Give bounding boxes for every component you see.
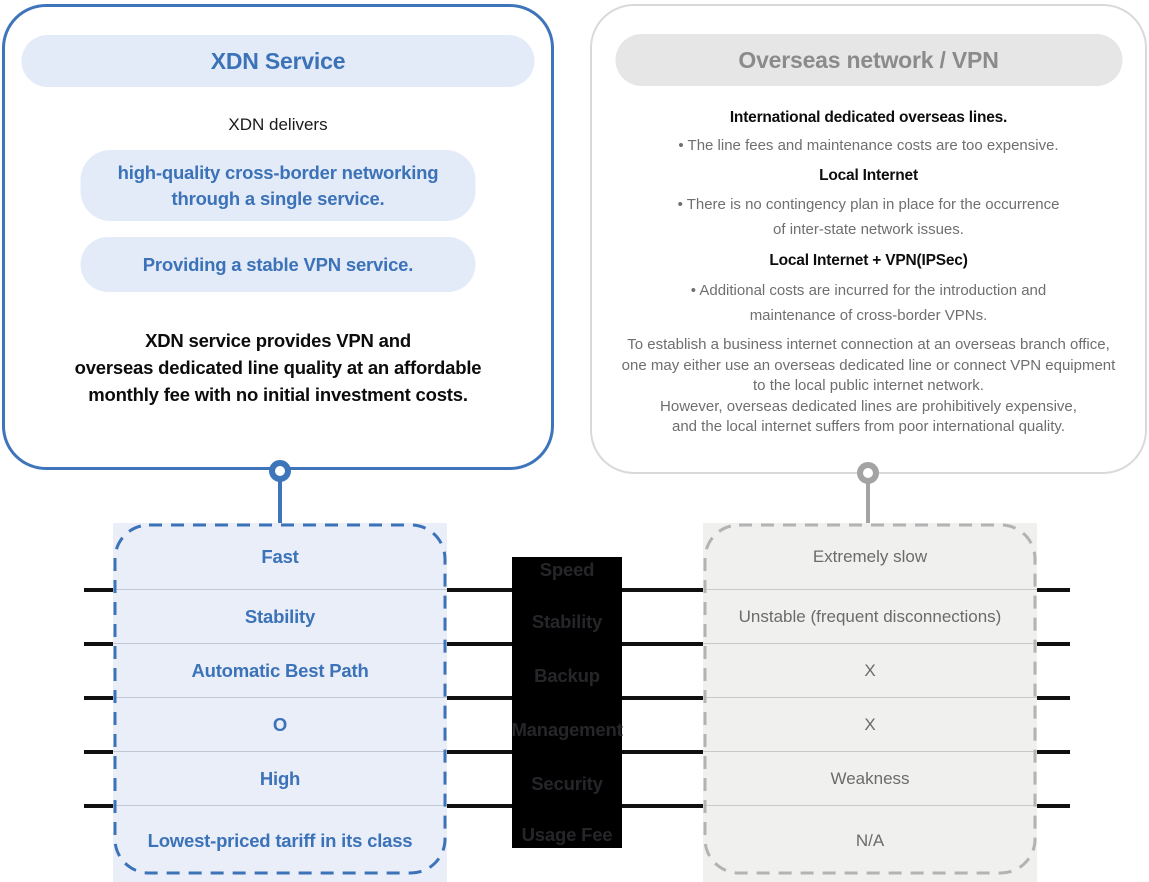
xdn-summary-line-3: monthly fee with no initial investment c… bbox=[88, 384, 468, 405]
overseas-note-line-3: to the local public internet network. bbox=[753, 377, 984, 394]
xdn-service-card: XDN Service XDN delivers high-quality cr… bbox=[2, 4, 554, 470]
xdn-summary-line-1: XDN service provides VPN and bbox=[145, 330, 411, 351]
overseas-value-backup: X bbox=[864, 661, 876, 680]
xdn-highlight-1-line-2: through a single service. bbox=[171, 187, 385, 209]
overseas-bullet-local-internet-line-2: of inter-state network issues. bbox=[773, 221, 964, 238]
overseas-bullet-dedicated-lines-line-1: • The line fees and maintenance costs ar… bbox=[678, 137, 1059, 154]
xdn-summary-line-2: overseas dedicated line quality at an af… bbox=[74, 357, 482, 378]
overseas-note-line-2: one may either use an overseas dedicated… bbox=[621, 356, 1116, 374]
overseas-bullet-local-internet-line-1: • There is no contingency plan in place … bbox=[677, 196, 1060, 213]
xdn-values-table: Fast Stability Automatic Best Path O Hig… bbox=[113, 523, 447, 882]
xdn-value-stability: Stability bbox=[244, 606, 316, 627]
criteria-security: Security bbox=[531, 773, 603, 794]
overseas-bullet-internet-vpn: • Additional costs are incurred for the … bbox=[592, 278, 1145, 328]
overseas-bullet-internet-vpn-line-2: maintenance of cross-border VPNs. bbox=[749, 307, 988, 324]
overseas-note-line-1: To establish a business internet connect… bbox=[627, 336, 1110, 353]
criteria-management: Management bbox=[511, 719, 623, 740]
criteria-usage-fee: Usage Fee bbox=[521, 824, 613, 845]
overseas-values-table: Extremely slow Unstable (frequent discon… bbox=[703, 523, 1037, 882]
criteria-column: Speed Stability Backup Management Securi… bbox=[511, 557, 623, 848]
overseas-heading-local-internet: Local Internet bbox=[819, 167, 918, 184]
overseas-note-line-5: and the local internet suffers from poor… bbox=[671, 418, 1065, 435]
xdn-summary: XDN service provides VPN and overseas de… bbox=[5, 327, 551, 408]
overseas-connector-line bbox=[866, 472, 870, 526]
xdn-connector-dot bbox=[269, 460, 291, 482]
xdn-highlight-1-line-1: high-quality cross-border networking bbox=[117, 161, 439, 183]
overseas-connector-dot bbox=[857, 462, 879, 484]
xdn-value-usage-fee: Lowest-priced tariff in its class bbox=[147, 829, 413, 851]
overseas-bullet-local-internet: • There is no contingency plan in place … bbox=[592, 192, 1145, 242]
overseas-card-title: Overseas network / VPN bbox=[615, 34, 1122, 86]
xdn-highlight-1: high-quality cross-border networking thr… bbox=[80, 150, 476, 221]
xdn-intro-text: XDN delivers bbox=[228, 115, 328, 134]
xdn-value-speed: Fast bbox=[261, 545, 299, 567]
overseas-value-speed: Extremely slow bbox=[812, 546, 928, 566]
criteria-stability: Stability bbox=[531, 611, 603, 632]
xdn-value-management: O bbox=[272, 714, 288, 735]
overseas-vpn-card: Overseas network / VPN International ded… bbox=[590, 4, 1147, 474]
overseas-value-usage-fee: N/A bbox=[855, 830, 885, 850]
xdn-value-backup: Automatic Best Path bbox=[191, 660, 369, 681]
overseas-bullet-dedicated-lines: • The line fees and maintenance costs ar… bbox=[592, 133, 1145, 158]
xdn-value-security: High bbox=[259, 768, 301, 789]
criteria-backup: Backup bbox=[534, 665, 600, 686]
criteria-speed: Speed bbox=[539, 559, 595, 580]
overseas-value-security: Weakness bbox=[830, 769, 910, 788]
overseas-heading-dedicated-lines: International dedicated overseas lines. bbox=[729, 109, 1008, 126]
xdn-connector-line bbox=[278, 470, 282, 526]
overseas-note: To establish a business internet connect… bbox=[592, 335, 1145, 438]
overseas-bullet-internet-vpn-line-1: • Additional costs are incurred for the … bbox=[690, 282, 1047, 299]
overseas-value-stability: Unstable (frequent disconnections) bbox=[738, 607, 1002, 626]
overseas-value-management: X bbox=[864, 715, 876, 734]
xdn-card-title: XDN Service bbox=[21, 35, 535, 87]
xdn-highlight-2: Providing a stable VPN service. bbox=[80, 237, 476, 292]
overseas-heading-internet-vpn: Local Internet + VPN(IPSec) bbox=[769, 252, 968, 269]
overseas-note-line-4: However, overseas dedicated lines are pr… bbox=[660, 397, 1077, 415]
